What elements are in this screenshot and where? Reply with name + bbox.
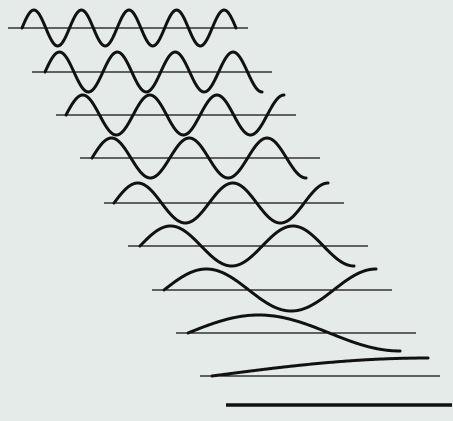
standing-wave-9 [212,358,428,376]
